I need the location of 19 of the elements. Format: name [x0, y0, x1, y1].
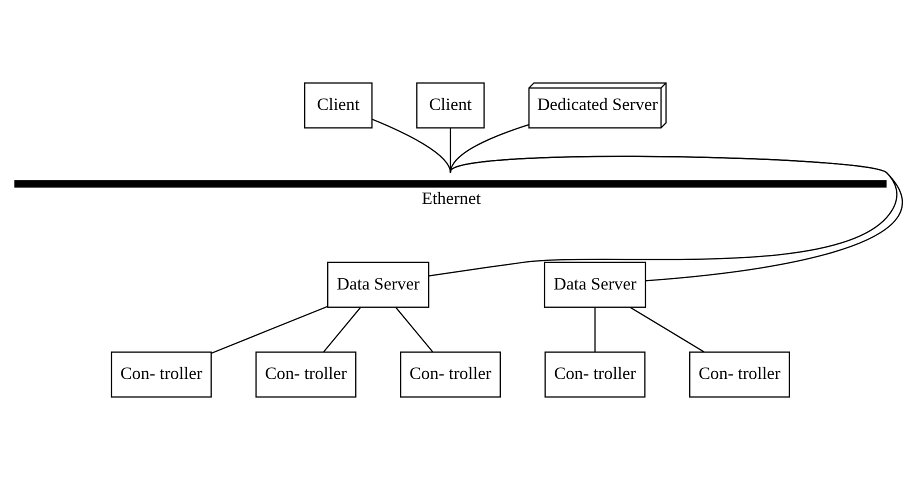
node-box: Con- troller	[544, 351, 646, 398]
node-label: Ethernet	[422, 188, 481, 208]
node-box: Con- troller	[255, 351, 356, 398]
node-box: Con- troller	[689, 351, 790, 398]
node-box: Client	[416, 82, 485, 128]
node-box: Client	[304, 82, 373, 128]
connector	[450, 124, 529, 172]
node-box: Con- troller	[110, 351, 212, 398]
node-box: Con- troller	[400, 351, 501, 398]
connector	[372, 118, 452, 172]
connector	[211, 305, 328, 354]
node-box: Data Server	[544, 261, 646, 308]
connector	[323, 306, 361, 352]
node-box: Data Server	[327, 261, 430, 308]
connector	[396, 306, 434, 352]
connector	[630, 306, 704, 352]
node-box	[14, 180, 887, 188]
connector	[594, 307, 596, 352]
connector	[450, 128, 452, 172]
